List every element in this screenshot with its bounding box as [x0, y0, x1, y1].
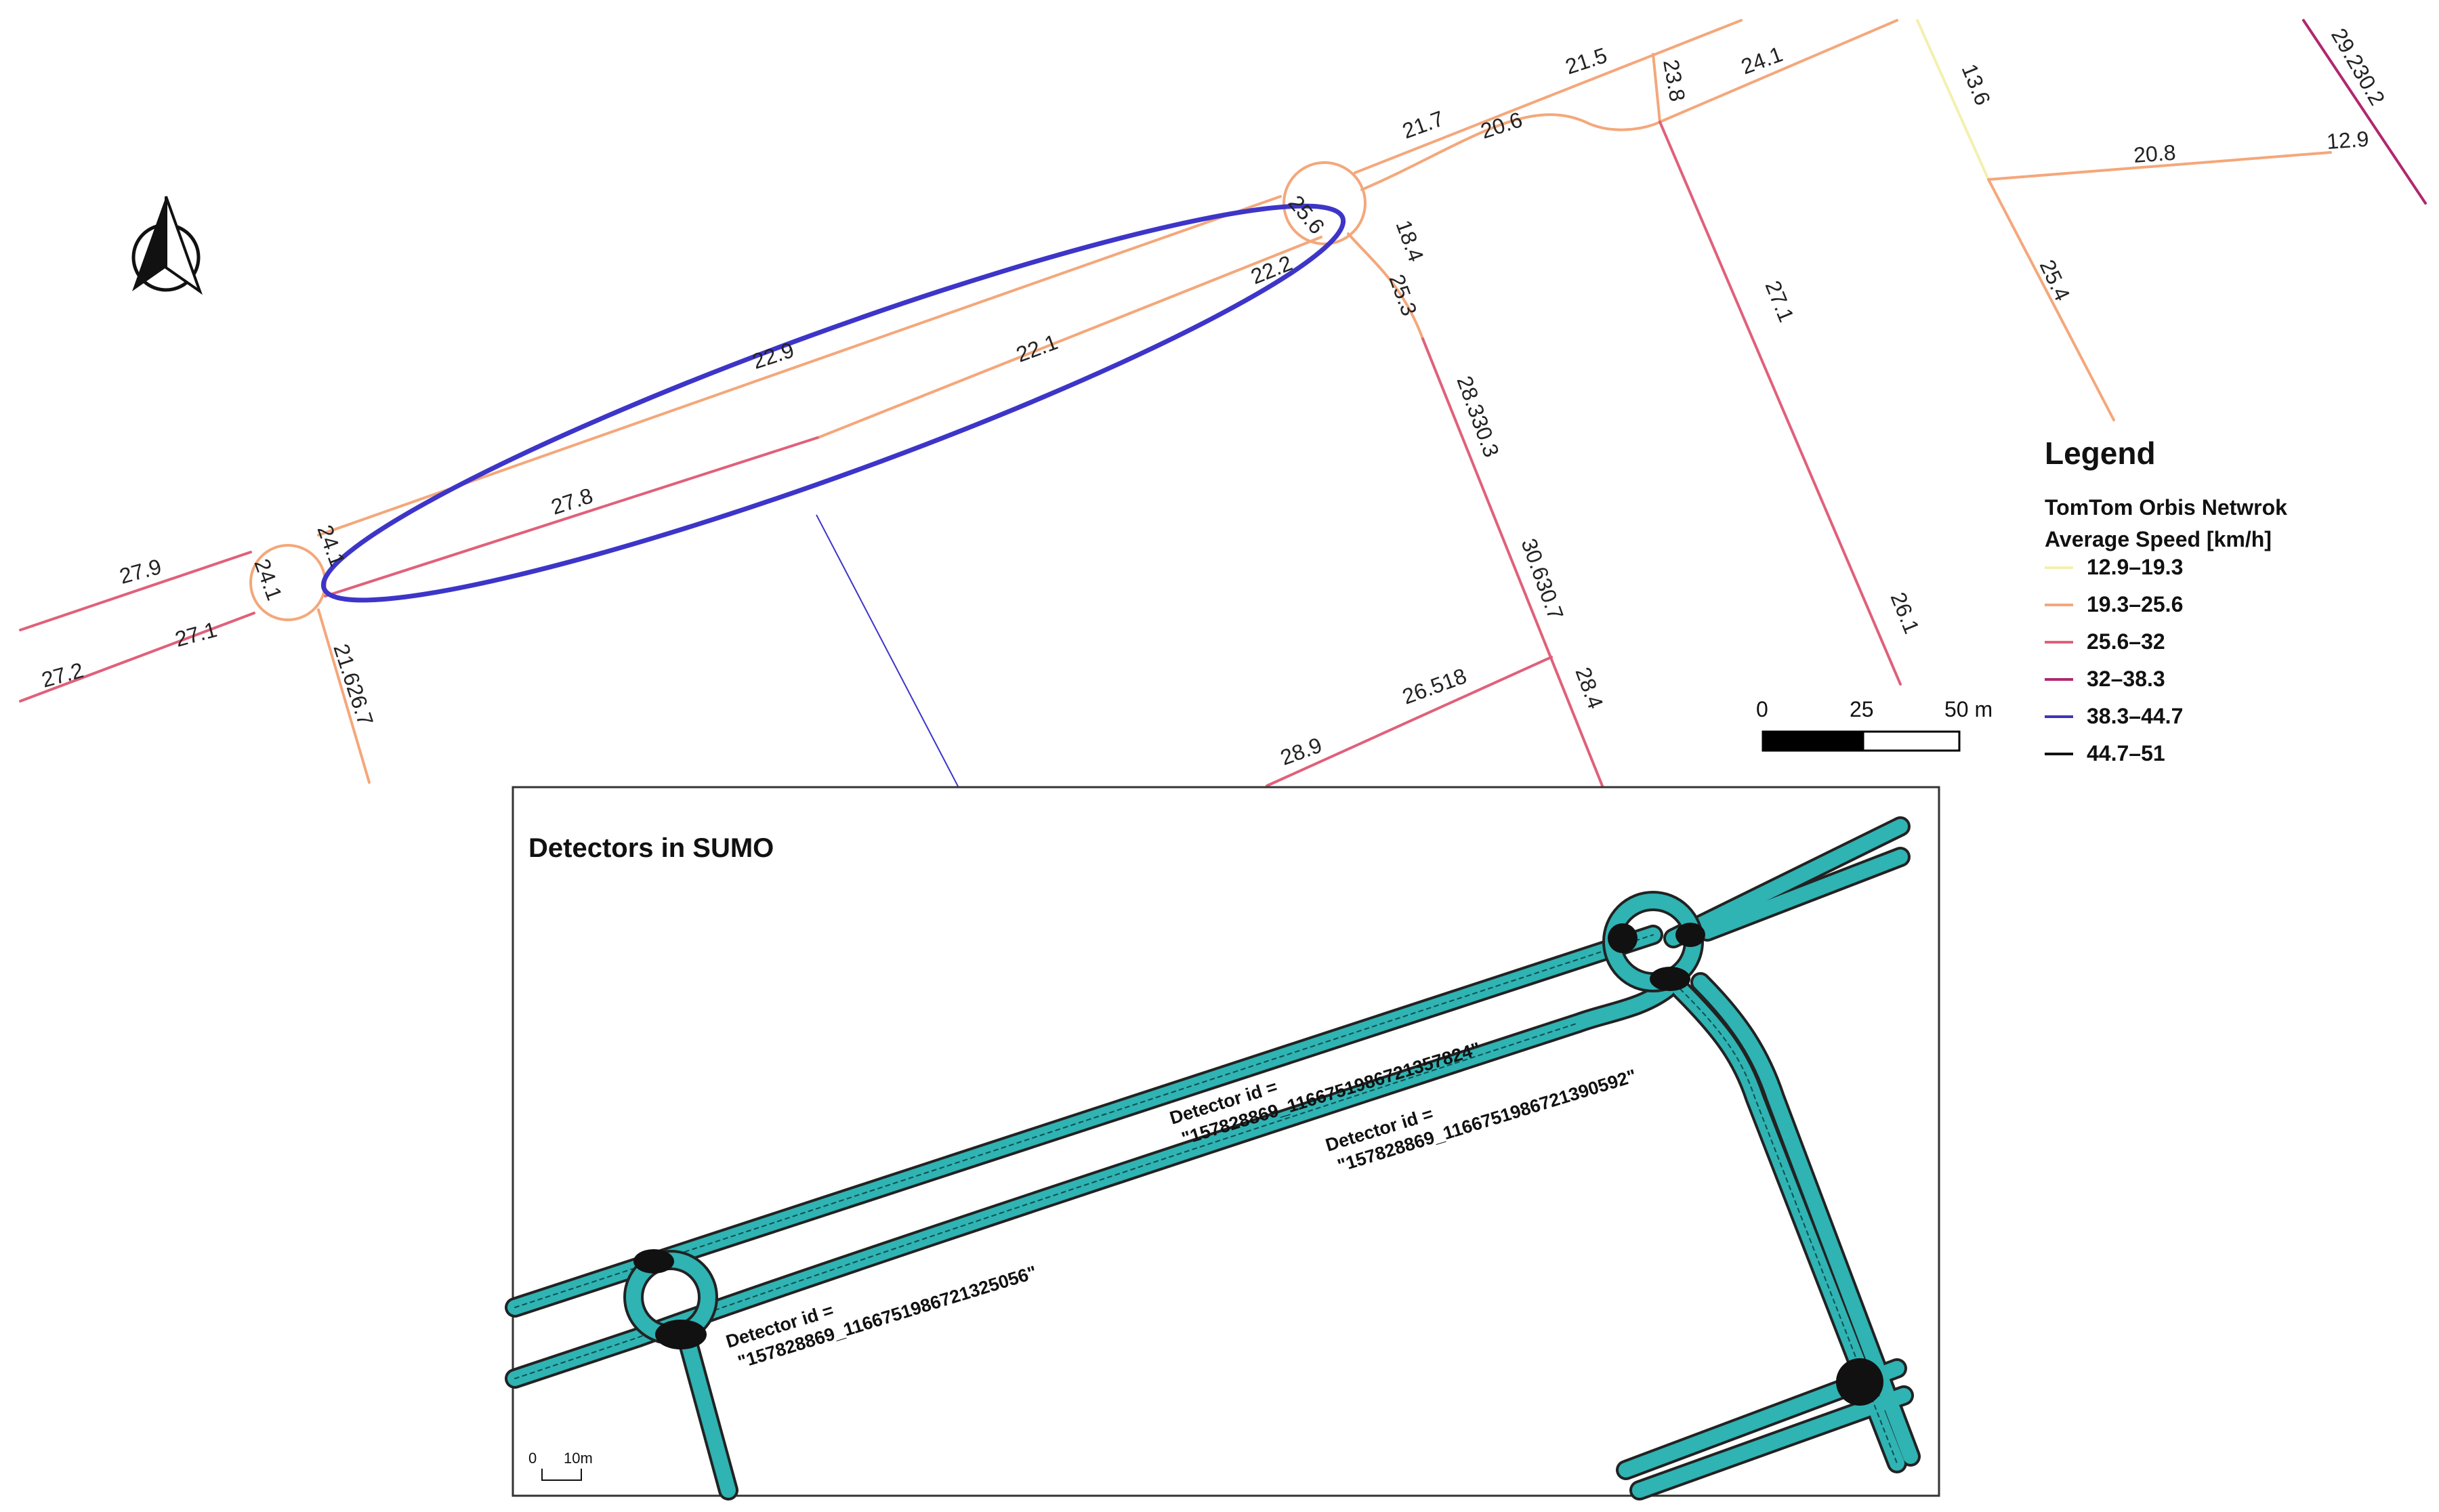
speed-label: 21.7: [1399, 106, 1447, 143]
road-segment: [19, 612, 255, 702]
speed-label: 20.6: [1478, 107, 1525, 143]
speed-label: 21.626.7: [329, 641, 378, 729]
inset-scale-bar: 0 10m: [528, 1450, 593, 1481]
highlight-ellipse: [320, 203, 1346, 603]
road-segment: [818, 236, 1322, 438]
speed-label: 26.1: [1886, 589, 1925, 637]
speed-label: 30.630.7: [1516, 535, 1568, 623]
road-segment: [1354, 19, 1743, 174]
road-segment: [1266, 656, 1553, 787]
north-arrow-icon: [131, 196, 203, 295]
speed-labels: 27.9 24.1 24.1 27.1 27.2 21.626.7 22.9 2…: [39, 24, 2390, 770]
road-segment: [1421, 337, 1604, 787]
inset-panel: Detectors in SUMO: [505, 786, 1940, 1500]
road-segment: [1916, 19, 1990, 181]
legend-title: Legend: [2045, 436, 2156, 471]
legend-label: 19.3–25.6: [2087, 592, 2183, 616]
speed-label: 28.330.3: [1452, 373, 1503, 460]
road-segment: [1659, 19, 1898, 123]
speed-label: 28.4: [1570, 664, 1608, 712]
scale-bar: 0 25 50 m: [1756, 697, 1993, 752]
road-segment: [324, 436, 821, 597]
speed-label: 24.1: [1738, 41, 1786, 79]
scale-label-25: 25: [1850, 697, 1874, 721]
road-segment: [2302, 19, 2427, 205]
road-segment: [1987, 151, 2332, 181]
speed-label: 27.1: [1761, 277, 1799, 325]
road-segment: [19, 551, 252, 631]
inset-scale-0: 0: [528, 1450, 537, 1467]
scale-label-0: 0: [1756, 697, 1768, 721]
legend-label: 12.9–19.3: [2087, 555, 2183, 579]
legend-label: 32–38.3: [2087, 667, 2165, 691]
speed-label: 22.1: [1013, 329, 1061, 366]
junction-blobs: [633, 923, 1883, 1406]
speed-label: 25.6: [1284, 190, 1330, 238]
speed-label: 20.8: [2133, 140, 2177, 167]
speed-label: 18.4: [1391, 217, 1428, 265]
road-segment: [317, 608, 371, 784]
scale-label-50: 50 m: [1944, 697, 1993, 721]
legend-subtitle-2: Average Speed [km/h]: [2045, 527, 2272, 551]
road-segment: [1347, 232, 1424, 340]
speed-label: 27.8: [548, 483, 596, 519]
legend-subtitle-1: TomTom Orbis Netwrok: [2045, 495, 2287, 520]
roundabout: [1283, 161, 1367, 245]
speed-label: 24.1: [249, 555, 287, 604]
inset-title: Detectors in SUMO: [528, 833, 774, 863]
road-segment: [1987, 178, 2115, 421]
speed-label: 27.1: [172, 617, 219, 652]
road-network: [19, 19, 2427, 787]
road-segment: [317, 195, 1282, 537]
legend-label: 25.6–32: [2087, 629, 2165, 654]
speed-label: 27.2: [39, 658, 85, 692]
road-segment: [1652, 53, 1661, 123]
legend: Legend TomTom Orbis Netwrok Average Spee…: [2045, 436, 2287, 765]
legend-label: 38.3–44.7: [2087, 704, 2183, 728]
speed-label: 28.9: [1277, 732, 1325, 770]
road-segment: [1360, 113, 1661, 191]
road-segment: [1659, 121, 1902, 686]
inset-scale-10: 10m: [564, 1450, 593, 1467]
speed-label: 13.6: [1957, 60, 1996, 108]
speed-label: 12.9: [2326, 127, 2370, 154]
legend-items: 12.9–19.3 19.3–25.6 25.6–32 32–38.3 38.3–44.…: [2045, 555, 2183, 765]
legend-label: 44.7–51: [2087, 741, 2165, 765]
speed-label: 23.8: [1659, 58, 1690, 104]
speed-label: 25.3: [1384, 271, 1421, 319]
speed-label: 26.518: [1399, 663, 1469, 709]
